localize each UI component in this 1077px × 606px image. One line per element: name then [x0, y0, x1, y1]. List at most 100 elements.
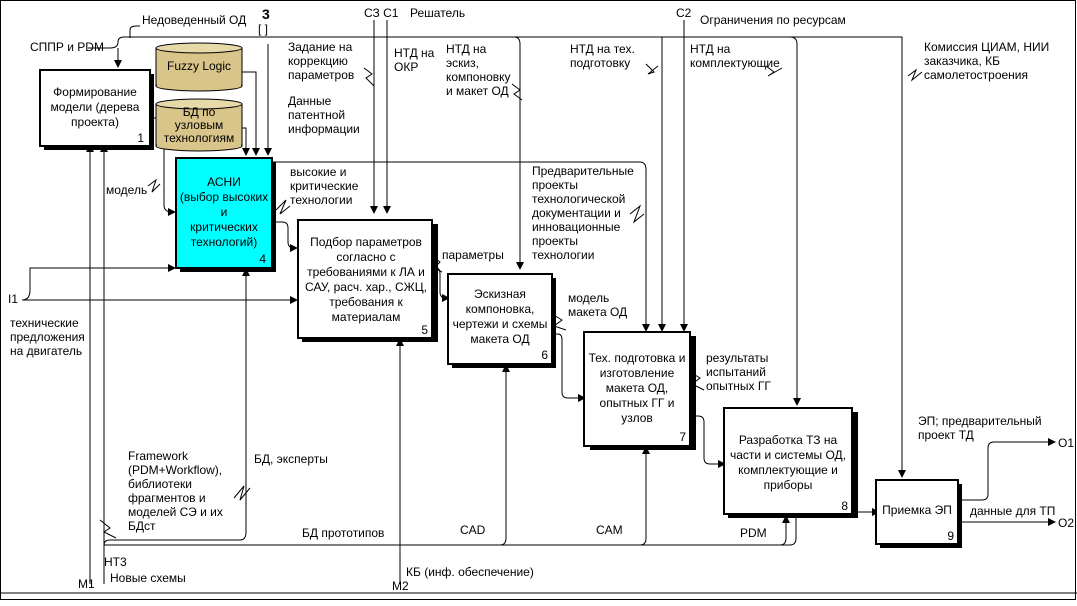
- label-pdm: PDM: [740, 526, 767, 540]
- box-rect[interactable]: [447, 273, 553, 365]
- o1-line: [958, 441, 1050, 501]
- label-dannye-tp: данные для ТП: [970, 504, 1055, 518]
- tunnel-bracket: [ ]: [258, 22, 268, 36]
- box8-line-2: части и системы ОД,: [730, 448, 846, 462]
- arrowhead: [370, 206, 378, 214]
- squiggles: [99, 63, 923, 539]
- arrowhead: [114, 60, 122, 68]
- box-8[interactable]: Разработка ТЗ на части и системы ОД, ком…: [723, 407, 858, 518]
- arrowhead: [168, 264, 176, 272]
- box-rect[interactable]: [175, 157, 273, 269]
- label-zadanie-2: коррекцию: [288, 54, 348, 68]
- i1-to-box4-line: [21, 267, 172, 301]
- label-o2: O2: [1058, 516, 1074, 530]
- arrowhead: [242, 148, 250, 156]
- label-framework-2: (PDM+Workflow),: [128, 463, 222, 477]
- box1-line-2: модели (дерева: [51, 100, 140, 114]
- arrowhead: [264, 148, 272, 156]
- arrowhead: [252, 148, 260, 156]
- box-rect[interactable]: [875, 479, 959, 545]
- label-framework-4: фрагментов и: [128, 491, 206, 505]
- label-rezult-1: результаты: [706, 351, 768, 365]
- arrowhead: [718, 460, 726, 468]
- arrowhead: [1048, 438, 1056, 446]
- arrowhead: [516, 262, 524, 270]
- labels: 3 [ ] Недоведенный ОД СЗ С1 Решатель С2 …: [8, 6, 1074, 593]
- box5-line-3: требованиями к ЛА и: [307, 265, 425, 279]
- arrowhead: [642, 324, 650, 332]
- label-ntd-tech-1: НТД на тех.: [570, 42, 635, 56]
- label-predv-5: инновационные: [532, 220, 621, 234]
- label-ntd-okr-2: ОКР: [394, 60, 418, 74]
- box6-line-3: чертежи и схемы: [453, 317, 548, 331]
- label-model-maketa-1: модель: [568, 291, 609, 305]
- box7-line-5: узлов: [621, 411, 653, 425]
- box-7[interactable]: Тех. подготовка и изготовление макета ОД…: [583, 331, 696, 450]
- squiggle: [233, 485, 251, 501]
- label-c2: С2: [676, 6, 692, 20]
- box1-number: 1: [137, 131, 144, 145]
- arrowhead: [168, 208, 176, 216]
- squiggle: [431, 255, 443, 273]
- pdm-line: [779, 517, 787, 546]
- box4-line-2: (выбор высоких: [180, 190, 268, 204]
- squiggle: [551, 313, 567, 331]
- label-kb: КБ (инф. обеспечение): [406, 565, 534, 579]
- box-rect[interactable]: [583, 331, 691, 447]
- db-fuzzy-label: Fuzzy Logic: [167, 59, 231, 73]
- box-6[interactable]: Эскизная компоновка, чертежи и схемы мак…: [447, 273, 556, 368]
- arrowhead: [782, 515, 790, 523]
- box4-number: 4: [259, 252, 266, 266]
- label-ogran: Ограничения по ресурсам: [700, 13, 846, 27]
- box-1[interactable]: Формирование модели (дерева проекта) 1: [39, 69, 154, 150]
- squiggle: [363, 67, 375, 87]
- squiggle: [765, 65, 783, 77]
- database-bd: БД по узловым технологиям: [155, 98, 243, 152]
- feedback-box7-line: [270, 161, 647, 326]
- bd-to-box4-line: [242, 127, 247, 150]
- arrowhead: [793, 398, 801, 406]
- box5-line-1: Подбор параметров: [310, 235, 422, 249]
- label-zadanie-3: параметров: [288, 68, 354, 82]
- box-5[interactable]: Подбор параметров согласно с требованиям…: [297, 219, 438, 342]
- squiggle: [645, 63, 659, 75]
- label-ep-pred-1: ЭП; предварительный: [918, 414, 1042, 428]
- db-top: [155, 42, 243, 54]
- label-vysokie-3: технологии: [290, 193, 352, 207]
- label-predv-6: проекты: [532, 234, 578, 248]
- label-ntd-kompl-2: комплектующие: [690, 56, 780, 70]
- label-ntd-esk-2: эскиз,: [446, 56, 479, 70]
- mechanism-bus-line: [104, 517, 797, 546]
- box-9[interactable]: Приемка ЭП 9: [875, 479, 962, 548]
- label-ep-pred-2: проект ТД: [918, 428, 974, 442]
- squiggle: [99, 519, 117, 539]
- label-predv-7: технологии: [532, 248, 594, 262]
- label-i1: I1: [8, 292, 18, 306]
- box-rect[interactable]: [39, 69, 151, 147]
- label-model: модель: [106, 183, 147, 197]
- box5-number: 5: [421, 323, 428, 337]
- db-bd-label-2: узловым: [175, 118, 223, 132]
- arrowhead: [578, 394, 586, 402]
- database-fuzzy: Fuzzy Logic: [155, 42, 243, 92]
- arrowhead: [680, 324, 688, 332]
- box-rect[interactable]: [297, 219, 433, 339]
- label-dannye-3: информации: [288, 122, 360, 136]
- box7-number: 7: [679, 430, 686, 444]
- box6-to-box7-line: [552, 333, 582, 399]
- squiggle: [275, 199, 291, 215]
- ntd-kompl-line: [789, 36, 798, 400]
- db-top: [155, 98, 243, 110]
- label-zadanie-1: Задание на: [288, 40, 353, 54]
- arrowhead: [383, 206, 391, 214]
- connectors: [21, 20, 1050, 584]
- label-cad: CAD: [460, 523, 486, 537]
- fuzzy-to-box4-line: [242, 71, 257, 150]
- arrowhead: [290, 244, 298, 252]
- box-4[interactable]: АСНИ (выбор высоких и критических технол…: [175, 157, 276, 272]
- box6-line-1: Эскизная: [474, 287, 526, 301]
- box8-line-3: комплектующие и: [738, 463, 838, 477]
- box5-line-5: требования к: [329, 295, 403, 309]
- box-rect[interactable]: [723, 407, 853, 515]
